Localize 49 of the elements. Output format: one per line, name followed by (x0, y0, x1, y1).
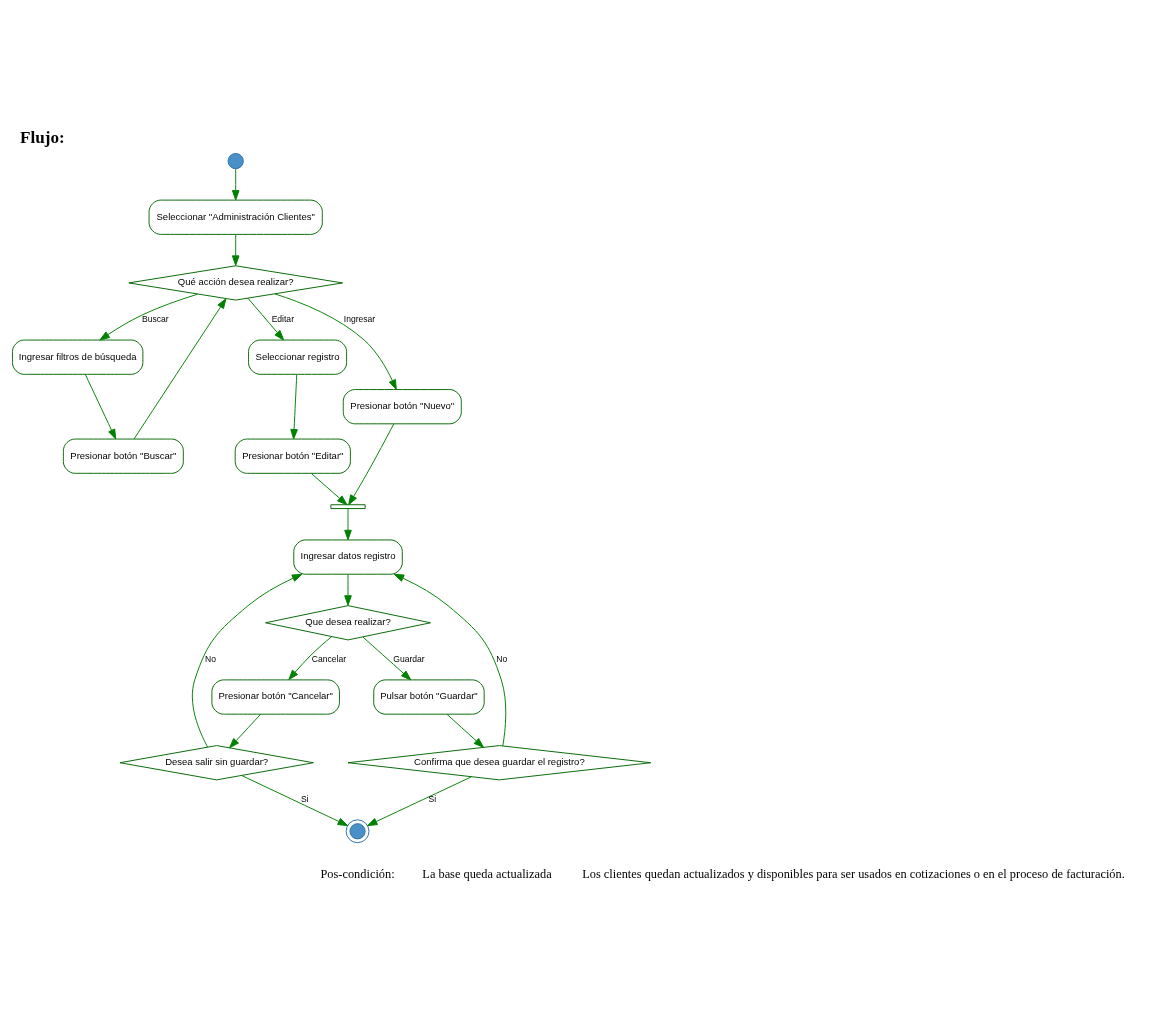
arrow (362, 636, 412, 680)
arrow (99, 293, 199, 340)
edge-label: No (496, 653, 508, 664)
edge-label: Ingresar (343, 313, 376, 324)
diagram-title: Flujo: (20, 127, 65, 147)
label: La base queda actualizada (422, 866, 552, 881)
edge-label: No (205, 653, 216, 664)
node-diamond: Desea salir sin guardar? (119, 744, 314, 780)
edge-label: Si (300, 793, 309, 804)
arrow (231, 233, 240, 266)
arrow (288, 635, 333, 680)
arrow (348, 422, 395, 505)
node-box: Pulsar botón "Guardar" (373, 678, 485, 715)
node-diamond: Qué acción desea realizar? (128, 264, 344, 301)
node-box: Presionar botón "Buscar" (62, 438, 184, 474)
edge-label: Guardar (393, 653, 425, 664)
arrow (344, 507, 352, 540)
arrow (84, 373, 117, 439)
node-box: Seleccionar "Administración Clientes" (148, 199, 323, 235)
label: Pos-condición: (320, 866, 395, 881)
arrow (229, 713, 261, 748)
arrow (290, 373, 298, 439)
node-diamond: Que desea realizar? (265, 604, 431, 640)
node-box: Presionar botón "Cancelar" (211, 678, 340, 715)
arrow (241, 774, 349, 826)
edge-label: Buscar (141, 313, 169, 324)
node-box: Ingresar filtros de búsqueda (12, 339, 144, 375)
node-circle (227, 152, 244, 169)
node-bar (330, 503, 366, 509)
node-box: Ingresar datos registro (293, 539, 403, 575)
edge-label: Cancelar (311, 653, 347, 664)
node-box: Presionar botón "Editar" (234, 438, 351, 474)
arrow (191, 573, 303, 748)
arrow (133, 297, 227, 439)
arrow (367, 775, 472, 826)
arrow (344, 573, 352, 606)
edge-label: Si (428, 793, 437, 804)
edge-label: Editar (271, 313, 294, 324)
node-box: Seleccionar registro (248, 339, 348, 375)
arrow (231, 168, 240, 201)
node-diamond: Confirma que desea guardar el registro? (347, 744, 652, 780)
label: Los clientes quedan actualizados y disponibles para ser usados en cotizaciones o en el proceso de facturación. (582, 866, 1125, 881)
node-box: Presionar botón "Nuevo" (342, 388, 462, 424)
arrow (393, 573, 507, 746)
node-circle (345, 818, 370, 843)
arrow (274, 292, 397, 390)
arrow (311, 472, 348, 505)
arrow (247, 297, 285, 340)
arrow (446, 713, 484, 748)
